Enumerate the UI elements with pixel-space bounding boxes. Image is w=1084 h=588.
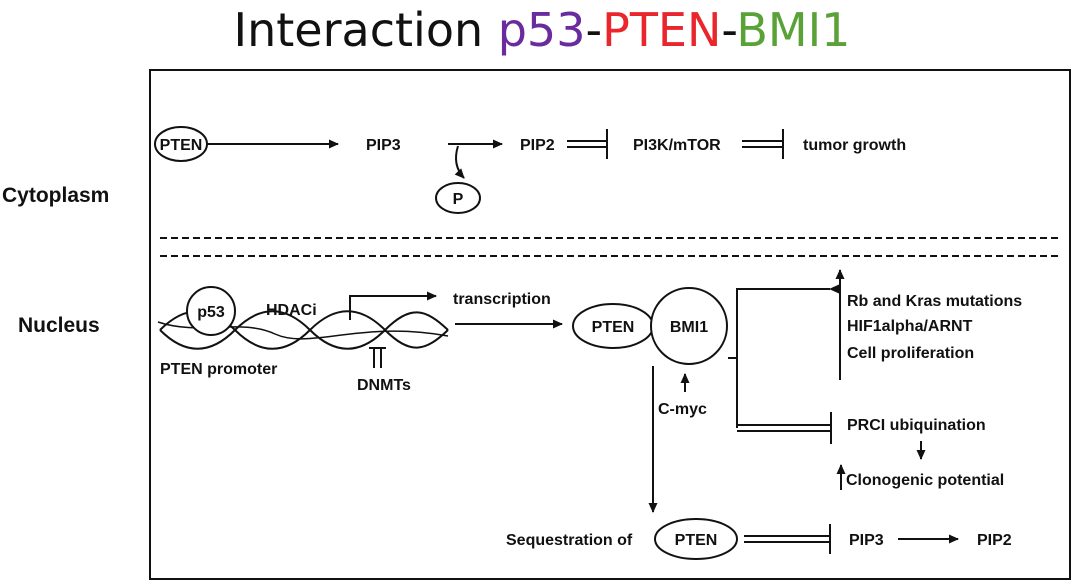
title-p53: p53 [497,3,586,57]
p53-node [186,286,236,336]
clonogenic-potential-label: Clonogenic potential [846,472,1004,489]
cytoplasm-label: Cytoplasm [2,184,109,207]
bmi1-label: BMI1 [670,319,708,336]
dnmts-label: DNMTs [357,377,411,394]
title-prefix: Interaction [233,3,498,57]
cyto-pten-label: PTEN [160,137,203,154]
sequestered-pten-node [654,518,738,560]
inhibit-pten-pip3 [744,524,831,554]
prci-ubiquination-label: PRCI ubiquination [847,417,986,434]
p53-label: p53 [197,304,225,321]
effect-rb-kras: Rb and Kras mutations [847,293,1022,310]
cyto-pip2-label: PIP2 [520,137,555,154]
nuc-pip3-label: PIP3 [849,532,884,549]
tumor-growth-label: tumor growth [803,137,906,154]
pi3k-mtor-label: PI3K/mTOR [633,137,721,154]
sequestration-label: Sequestration of [506,532,633,549]
phosphate-label: P [453,191,464,208]
effect-cell-proliferation: Cell proliferation [847,345,974,362]
title-dash-2: - [721,3,737,57]
nuc-pten-label: PTEN [592,319,635,336]
title-bmi1: BMI1 [736,3,851,57]
pten-promoter-label: PTEN promoter [160,361,277,378]
cyto-pip3-label: PIP3 [366,137,401,154]
phosphate-node [435,182,481,214]
sequestered-pten-label: PTEN [675,532,718,549]
arrow-transcription-start [349,291,437,320]
nucleus-label: Nucleus [18,314,100,337]
inhibit-pip2-pi3k [567,129,608,159]
title-dash-1: - [585,3,603,57]
diagram-frame [149,69,1071,580]
bmi1-effect-bracket [736,284,839,428]
diagram-title: Interaction p53-PTEN-BMI1 [0,2,1084,58]
bmi1-node [650,287,728,365]
dnmts-inhibition [369,347,386,368]
inhibit-bmi1-prci [737,412,832,444]
inhibit-pi3k-tumor [742,129,784,159]
effect-hif1alpha: HIF1alpha/ARNT [847,318,973,335]
cmyc-label: C-myc [658,401,707,418]
arrow-phosphate-release [454,145,465,179]
title-pten: PTEN [602,3,722,57]
hdaci-label: HDACi [266,302,317,319]
nuc-pip2-label: PIP2 [977,532,1012,549]
transcription-label: transcription [453,291,551,308]
